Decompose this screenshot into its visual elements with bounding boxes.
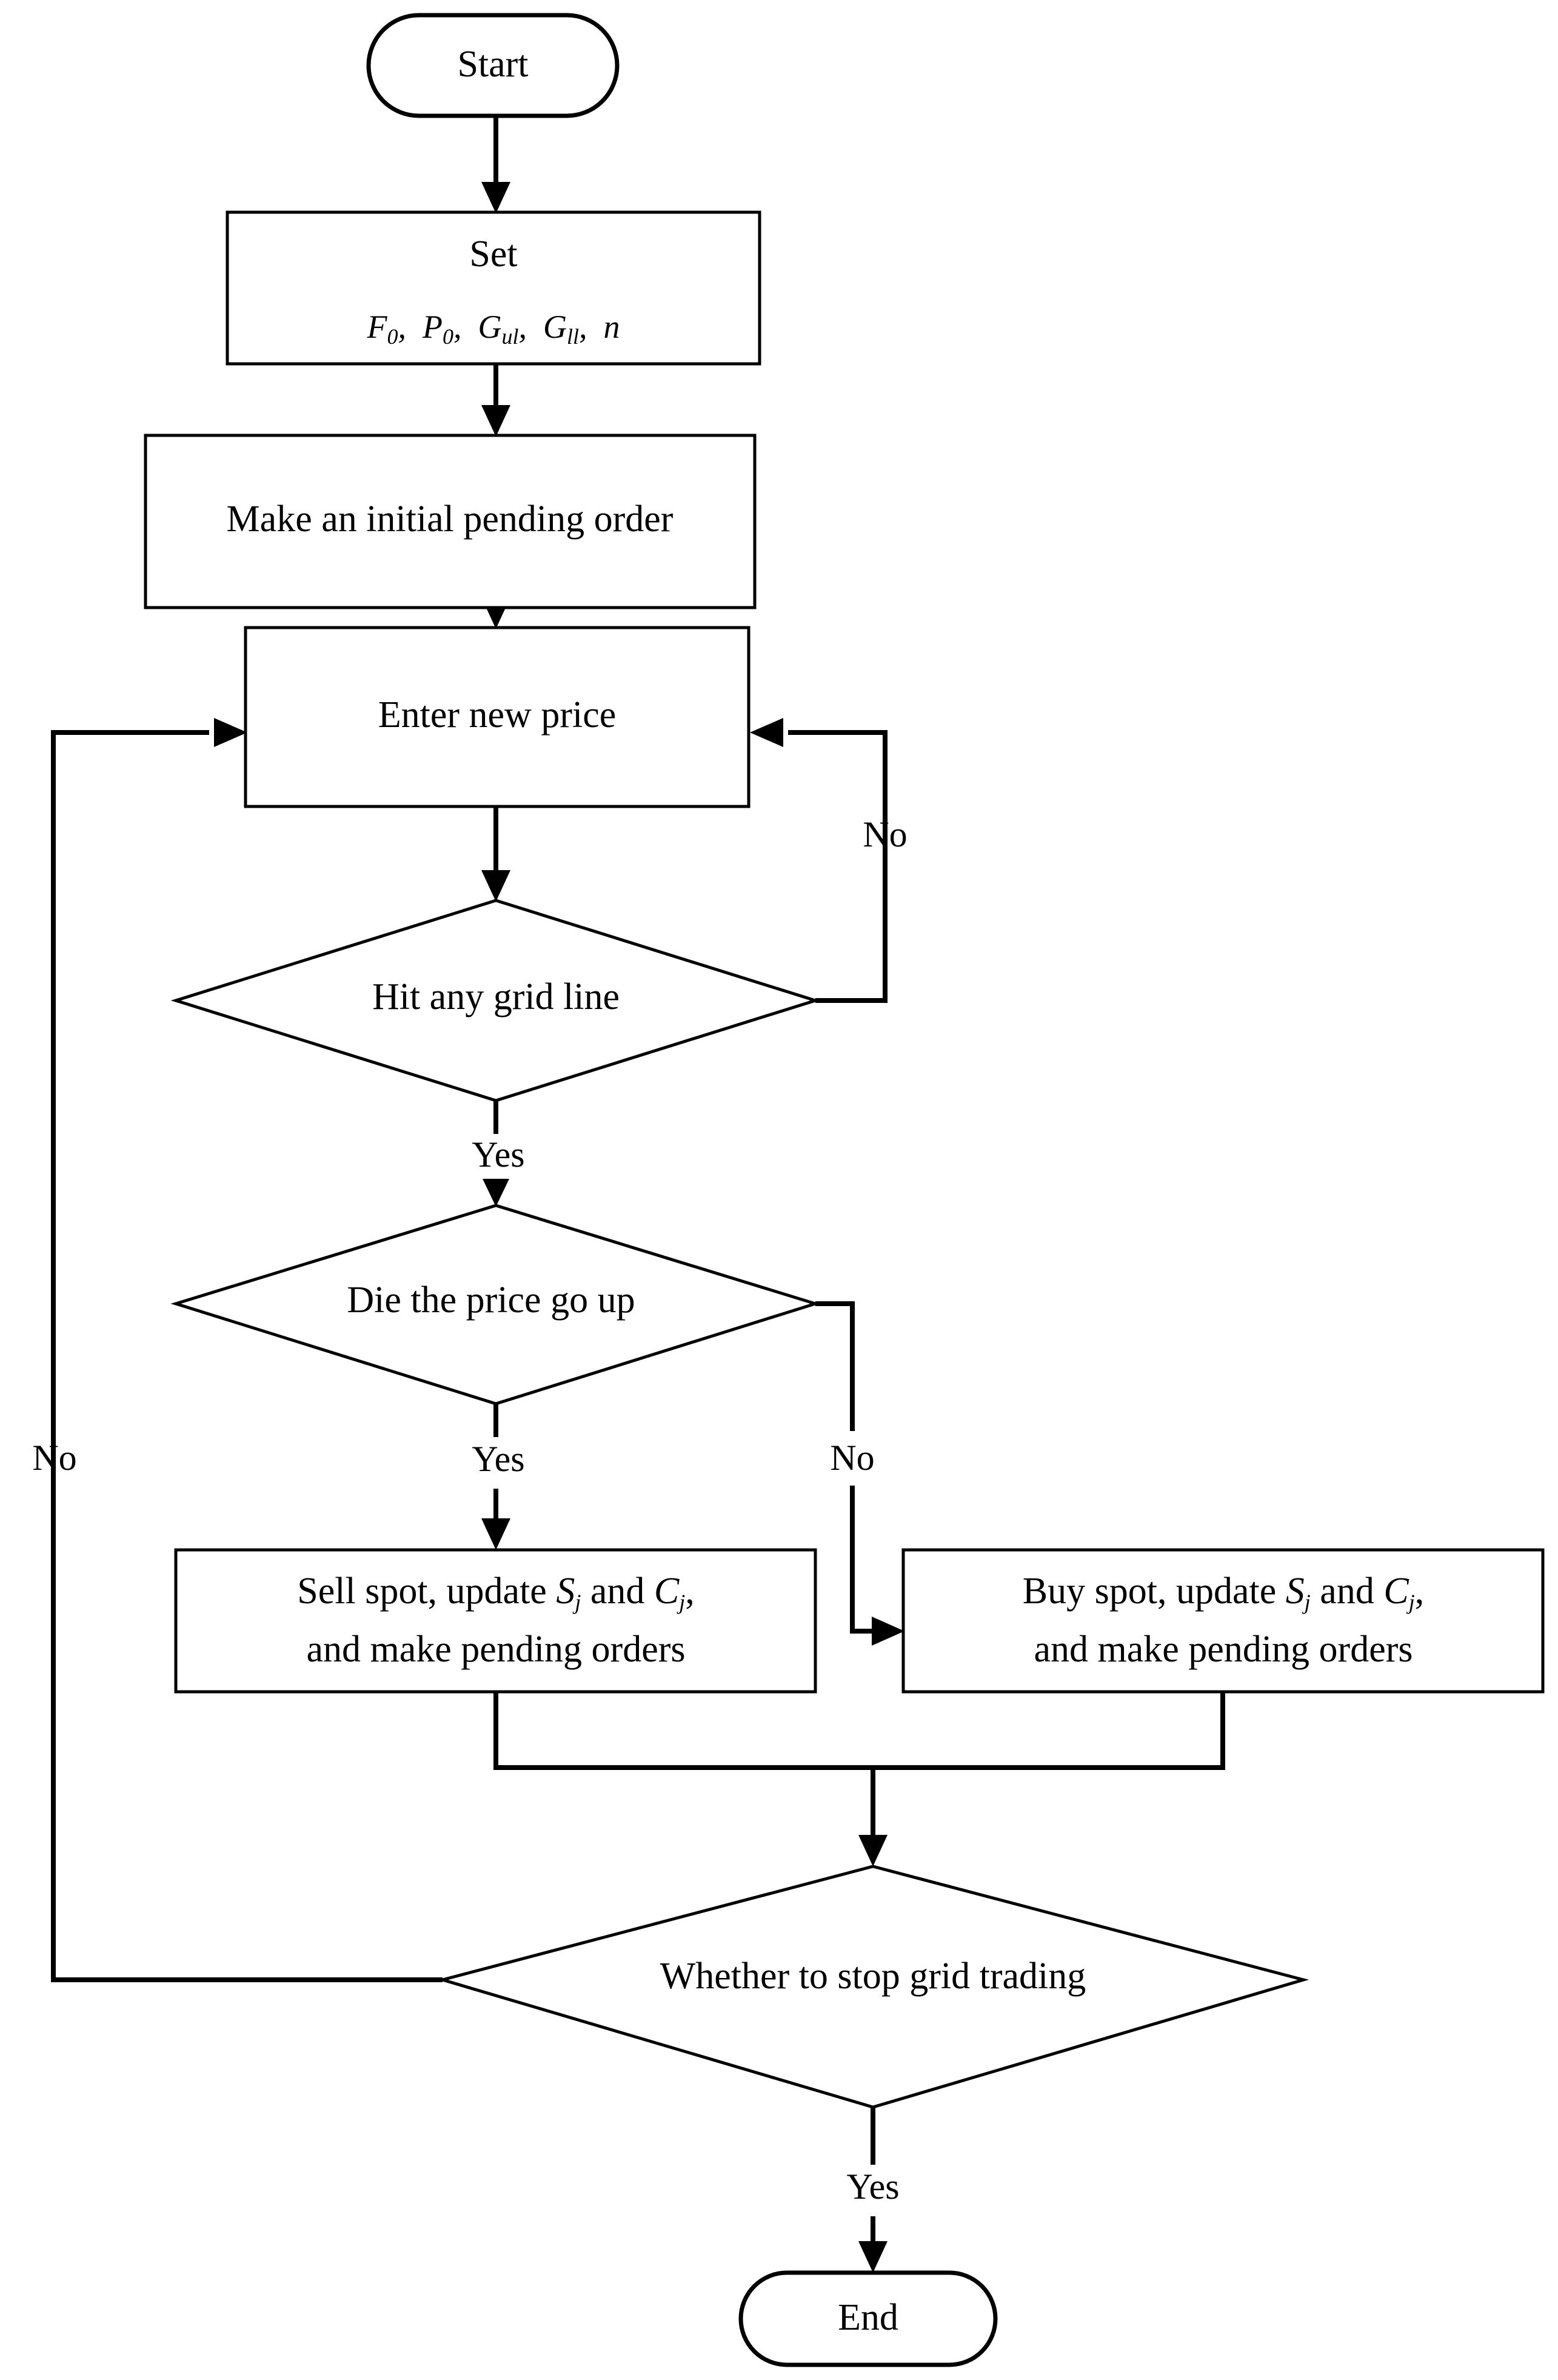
node-sell-spot-line1: Sell spot, update Sj and Cj, <box>297 1570 695 1614</box>
node-end[interactable]: End <box>738 2270 998 2367</box>
node-hit-grid-label: Hit any grid line <box>372 976 620 1017</box>
edge-label-hit-grid-yes: Yes <box>472 1135 524 1175</box>
node-enter-price[interactable]: Enter new price <box>244 626 751 808</box>
node-price-up-label: Die the price go up <box>347 1279 635 1321</box>
edge-label-stop-yes: Yes <box>846 2167 899 2207</box>
node-set[interactable]: Set F0, P0, Gul, Gll, n <box>226 210 761 366</box>
node-buy-spot-line2: and make pending orders <box>1034 1629 1413 1670</box>
edge-hit-grid-no-loop <box>750 718 888 1003</box>
node-enter-price-label: Enter new price <box>378 694 616 736</box>
edge-label-stop-no: No <box>32 1438 76 1478</box>
edge-set-to-initial-order <box>481 364 510 437</box>
node-start[interactable]: Start <box>366 13 620 118</box>
node-hit-grid[interactable]: Hit any grid line <box>170 899 821 1102</box>
edge-start-to-set <box>481 115 510 213</box>
edge-sell-buy-merge <box>493 1692 1225 1866</box>
node-buy-spot-line1: Buy spot, update Sj and Cj, <box>1023 1570 1424 1614</box>
node-initial-order[interactable]: Make an initial pending order <box>144 434 757 609</box>
edge-label-price-up-yes: Yes <box>472 1439 524 1479</box>
edge-price-up-no <box>815 1301 904 1646</box>
node-set-label-line2: F0, P0, Gul, Gll, n <box>366 309 620 349</box>
edge-label-hit-grid-no: No <box>863 814 907 854</box>
node-start-label: Start <box>457 44 528 85</box>
edge-enter-price-to-hit-grid <box>481 806 510 902</box>
node-sell-spot[interactable]: Sell spot, update Sj and Cj, and make pe… <box>174 1548 817 1694</box>
node-sell-spot-line2: and make pending orders <box>307 1629 686 1670</box>
edge-stop-yes <box>858 2107 888 2273</box>
node-stop-trading-label: Whether to stop grid trading <box>660 1956 1086 1997</box>
node-end-label: End <box>838 2297 898 2338</box>
node-set-label-line1: Set <box>469 233 517 275</box>
edge-hit-grid-yes <box>483 1101 509 1207</box>
node-initial-order-label: Make an initial pending order <box>227 498 674 540</box>
node-price-up[interactable]: Die the price go up <box>170 1204 821 1406</box>
edge-label-price-up-no: No <box>830 1438 874 1478</box>
node-stop-trading[interactable]: Whether to stop grid trading <box>436 1865 1309 2109</box>
node-buy-spot[interactable]: Buy spot, update Sj and Cj, and make pen… <box>901 1548 1545 1694</box>
edge-stop-no-loop <box>51 718 443 1982</box>
edge-price-up-yes <box>481 1404 510 1550</box>
